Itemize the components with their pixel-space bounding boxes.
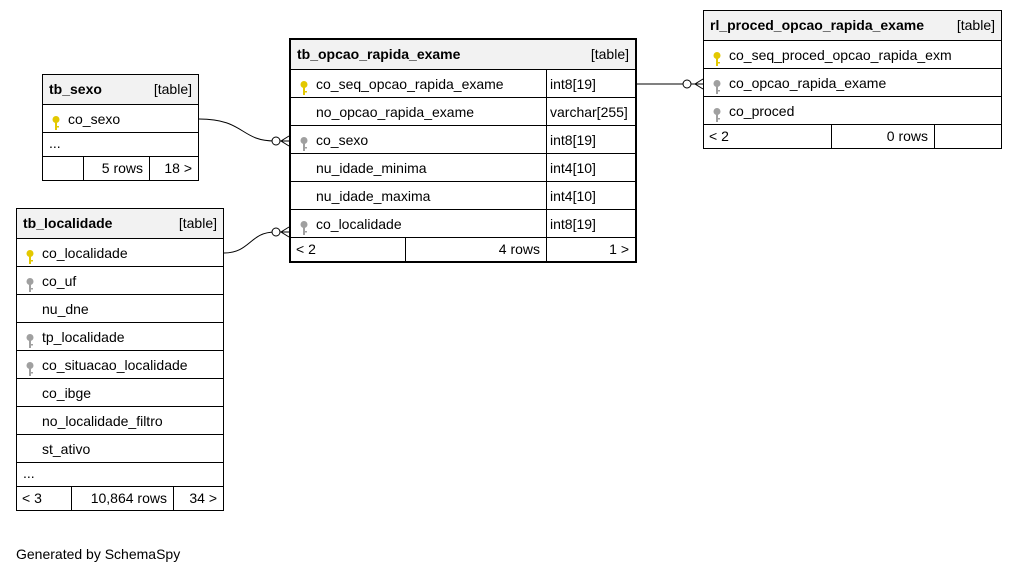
table-header[interactable]: tb_opcao_rapida_exame [table] [291, 40, 635, 69]
table-name: rl_proced_opcao_rapida_exame [710, 17, 924, 33]
column-type: int8[19] [546, 70, 635, 97]
column-row[interactable]: st_ativo [17, 434, 223, 462]
table-kind: [table] [153, 81, 192, 97]
column-type: varchar[255] [546, 98, 635, 125]
parents-count[interactable]: < 2 [296, 241, 316, 257]
table-tb-opcao-rapida-exame[interactable]: tb_opcao_rapida_exame [table] co_seq_opc… [289, 38, 637, 263]
row-count: 10,864 rows [71, 487, 173, 510]
relation-opcao-proced-many-marker [694, 78, 704, 90]
column-row[interactable]: no_opcao_rapida_exame varchar[255] [291, 97, 635, 125]
relation-localidade [223, 231, 289, 254]
table-footer: < 2 4 rows 1 > [291, 237, 635, 261]
column-name: tp_localidade [42, 329, 125, 345]
foreign-key-icon [25, 358, 35, 376]
column-name: co_seq_opcao_rapida_exame [316, 76, 504, 92]
table-tb-sexo[interactable]: tb_sexo [table] co_sexo ... 5 rows 18 > [42, 74, 199, 181]
column-row[interactable]: no_localidade_filtro [17, 406, 223, 434]
table-kind: [table] [956, 17, 995, 33]
table-footer: < 3 10,864 rows 34 > [17, 486, 223, 510]
foreign-key-icon [712, 104, 722, 122]
table-rl-proced-opcao-rapida-exame[interactable]: rl_proced_opcao_rapida_exame [table] co_… [703, 10, 1002, 149]
column-name: co_seq_proced_opcao_rapida_exm [729, 47, 952, 63]
row-count: 5 rows [83, 157, 149, 180]
column-row[interactable]: nu_dne [17, 294, 223, 322]
table-kind: [table] [590, 46, 629, 62]
column-type: int4[10] [546, 182, 635, 209]
column-row[interactable]: co_proced [704, 96, 1001, 124]
children-count[interactable]: 34 > [173, 487, 223, 510]
foreign-key-icon [299, 217, 309, 235]
column-name: co_opcao_rapida_exame [729, 75, 887, 91]
column-type: int8[19] [546, 126, 635, 153]
column-type: int4[10] [546, 154, 635, 181]
column-name: co_uf [42, 273, 77, 289]
column-name: co_situacao_localidade [42, 357, 188, 373]
table-header[interactable]: tb_localidade [table] [17, 209, 223, 238]
parents-count[interactable]: < 2 [709, 128, 729, 144]
primary-key-icon [51, 112, 61, 130]
table-header[interactable]: tb_sexo [table] [43, 75, 198, 104]
relation-opcao-proced-optional-marker [682, 79, 692, 89]
column-row[interactable]: co_sexo [43, 104, 198, 132]
generated-by-label: Generated by SchemaSpy [16, 546, 181, 562]
column-row[interactable]: co_seq_proced_opcao_rapida_exm [704, 40, 1001, 68]
parents-count[interactable] [43, 157, 83, 180]
table-name: tb_localidade [23, 215, 113, 231]
column-row[interactable]: co_localidade [17, 238, 223, 266]
column-name: co_localidade [42, 245, 128, 261]
table-name: tb_sexo [49, 81, 102, 97]
column-row[interactable]: nu_idade_minima int4[10] [291, 153, 635, 181]
primary-key-icon [299, 77, 309, 95]
foreign-key-icon [25, 330, 35, 348]
foreign-key-icon [25, 274, 35, 292]
children-count[interactable]: 1 > [546, 238, 635, 261]
column-name: nu_dne [42, 301, 89, 317]
table-footer: 5 rows 18 > [43, 156, 198, 180]
column-name: st_ativo [42, 441, 91, 457]
column-row[interactable]: co_localidade int8[19] [291, 209, 635, 237]
parents-count[interactable]: < 3 [22, 490, 42, 506]
column-row[interactable]: tp_localidade [17, 322, 223, 350]
table-name: tb_opcao_rapida_exame [297, 46, 461, 62]
table-tb-localidade[interactable]: tb_localidade [table] co_localidade co_u… [16, 208, 224, 511]
table-header[interactable]: rl_proced_opcao_rapida_exame [table] [704, 11, 1001, 40]
column-row[interactable]: nu_idade_maxima int4[10] [291, 181, 635, 209]
column-row[interactable]: co_seq_opcao_rapida_exame int8[19] [291, 69, 635, 97]
relation-localidade-many-marker [280, 226, 290, 238]
more-columns-ellipsis: ... [17, 462, 223, 486]
children-count[interactable] [934, 125, 1001, 148]
column-name: no_opcao_rapida_exame [316, 104, 475, 120]
row-count: 0 rows [831, 125, 934, 148]
column-name: co_ibge [42, 385, 92, 401]
row-count: 4 rows [405, 238, 546, 261]
column-row[interactable]: co_opcao_rapida_exame [704, 68, 1001, 96]
column-name: co_localidade [316, 216, 402, 232]
table-kind: [table] [178, 215, 217, 231]
column-row[interactable]: co_sexo int8[19] [291, 125, 635, 153]
column-name: co_proced [729, 103, 795, 119]
relation-sexo-many-marker [280, 135, 290, 147]
column-name: co_sexo [68, 111, 121, 127]
column-row[interactable]: co_situacao_localidade [17, 350, 223, 378]
primary-key-icon [25, 246, 35, 264]
column-row[interactable]: co_ibge [17, 378, 223, 406]
relation-localidade-optional-marker [271, 227, 281, 237]
relation-sexo-optional-marker [271, 136, 281, 146]
foreign-key-icon [712, 76, 722, 94]
more-columns-ellipsis: ... [43, 132, 198, 156]
column-name: co_sexo [316, 132, 369, 148]
children-count[interactable]: 18 > [149, 157, 198, 180]
column-name: nu_idade_maxima [316, 188, 431, 204]
column-name: no_localidade_filtro [42, 413, 163, 429]
column-type: int8[19] [546, 210, 635, 237]
primary-key-icon [712, 48, 722, 66]
foreign-key-icon [299, 133, 309, 151]
column-row[interactable]: co_uf [17, 266, 223, 294]
column-name: nu_idade_minima [316, 160, 427, 176]
table-footer: < 2 0 rows [704, 124, 1001, 148]
